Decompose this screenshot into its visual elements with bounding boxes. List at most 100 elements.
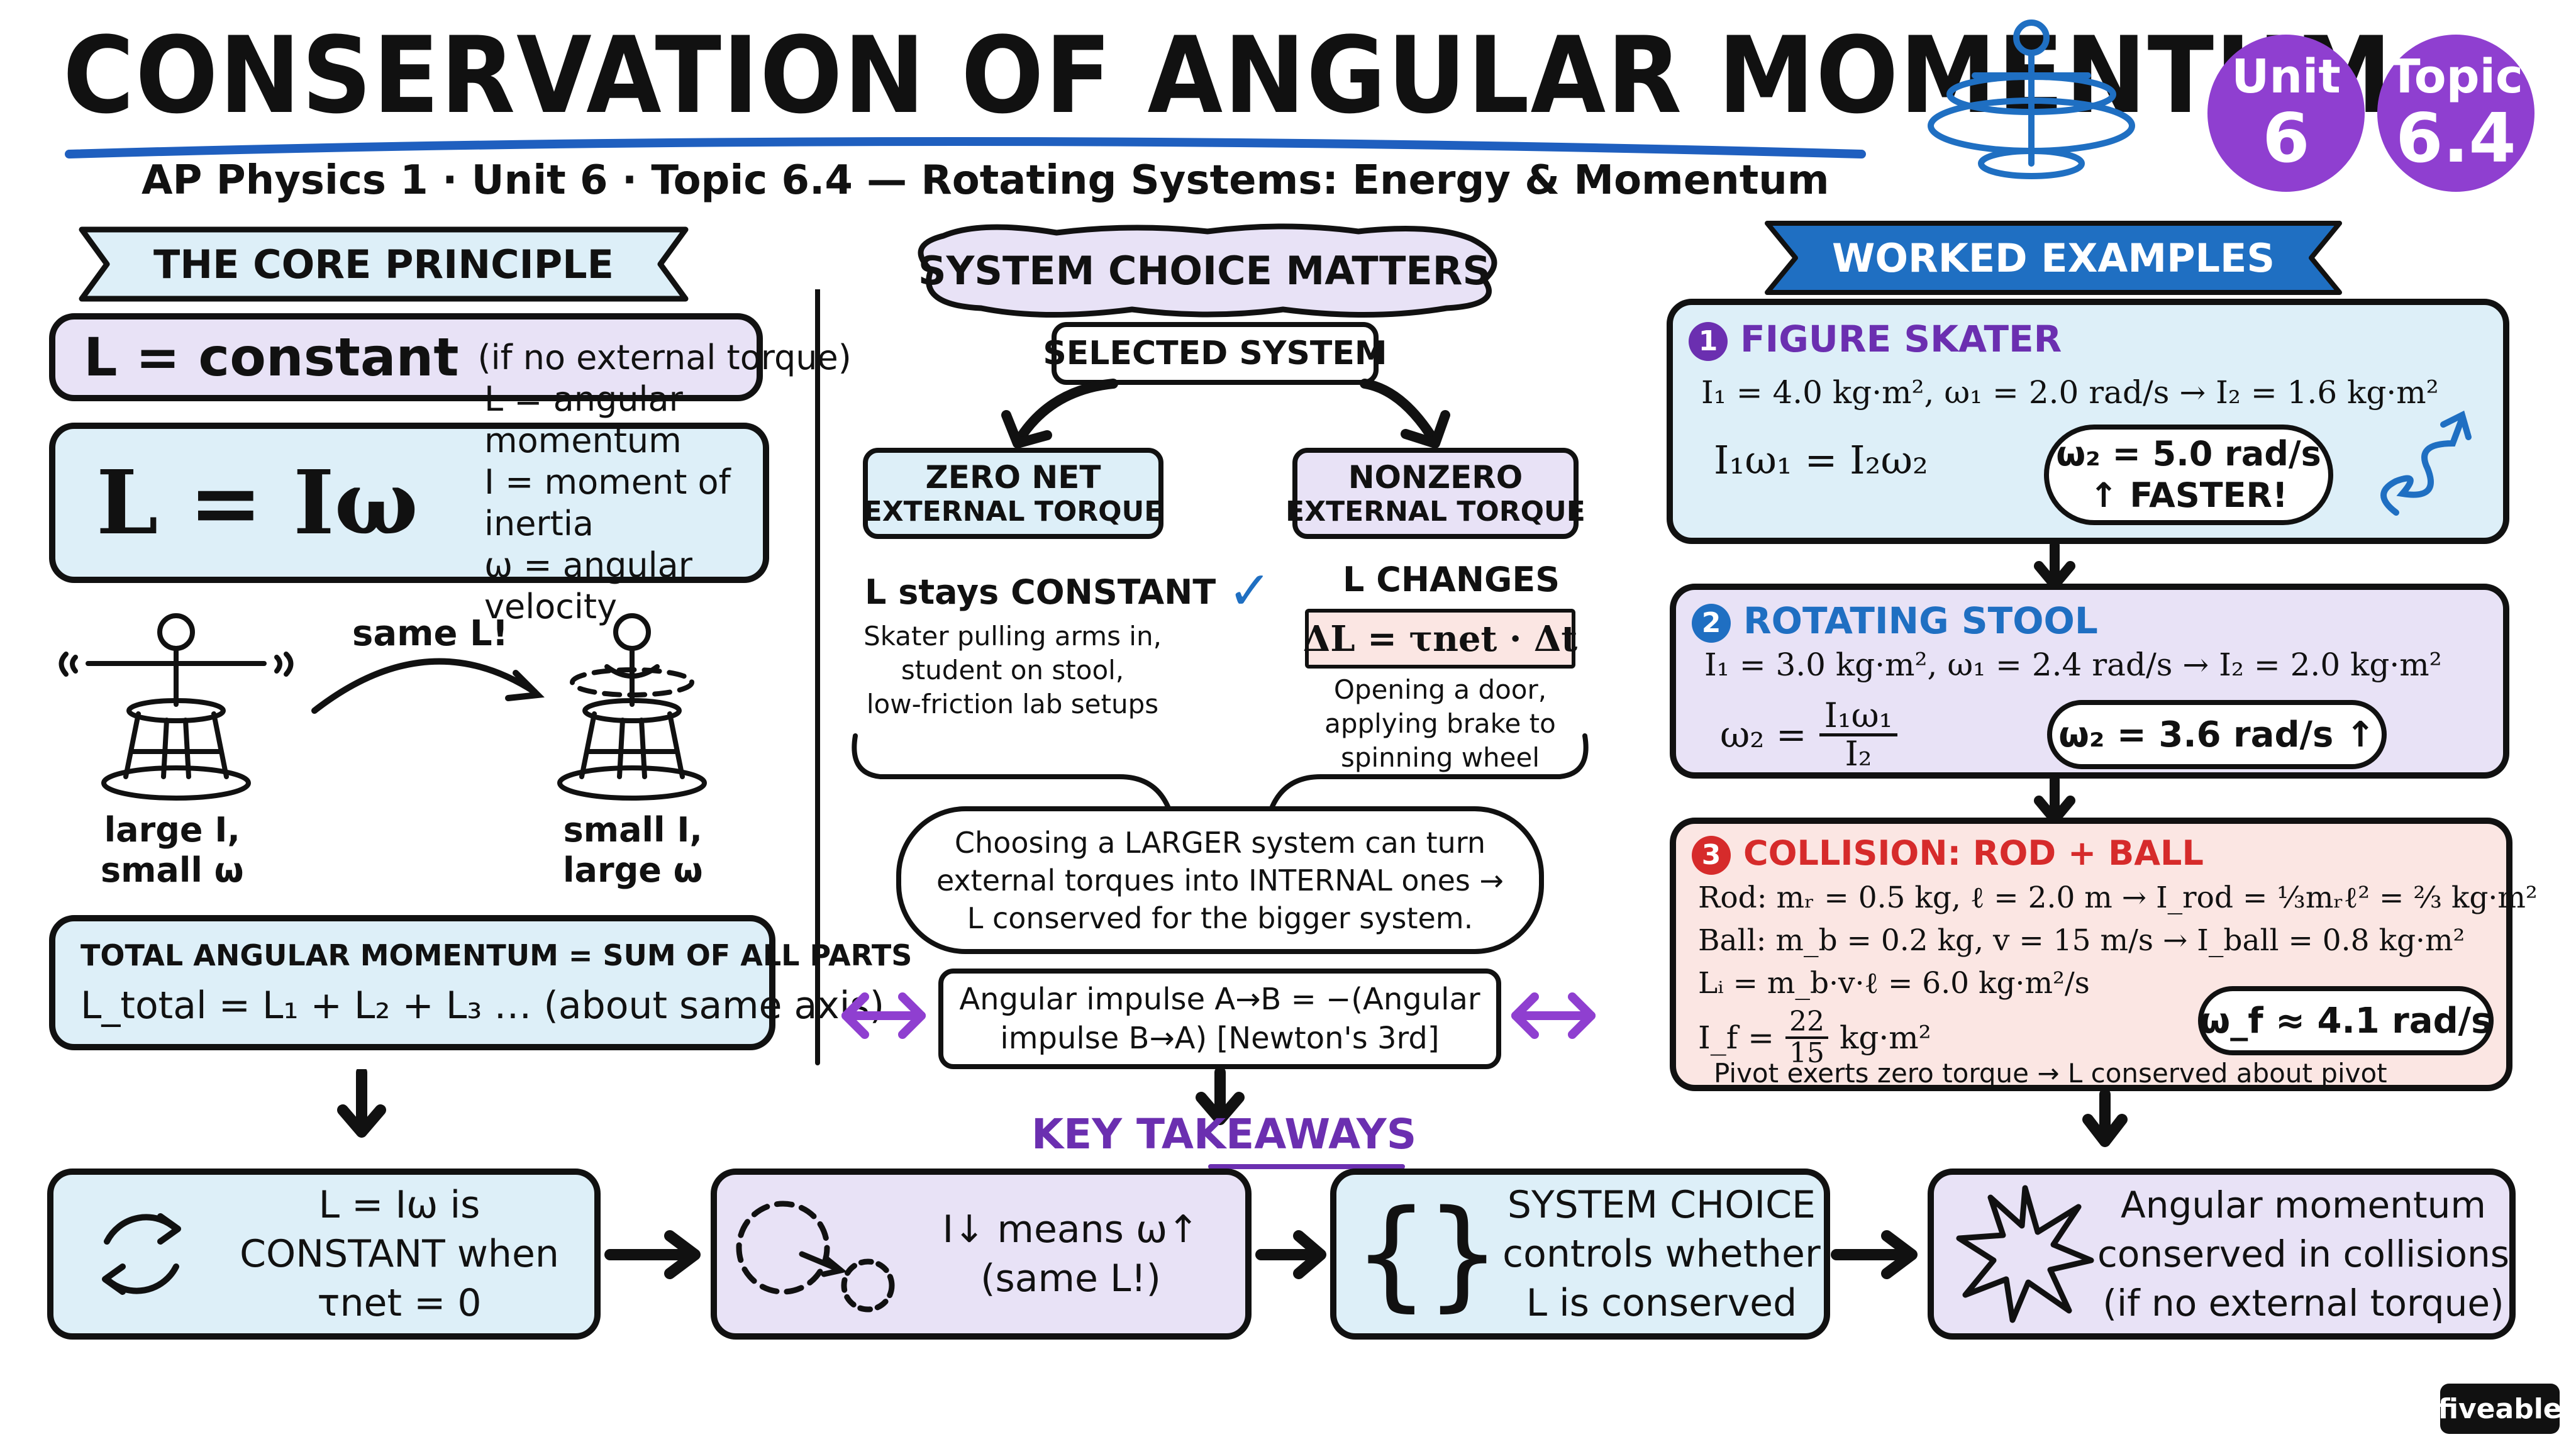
right-caption-line1: small I,: [563, 810, 702, 850]
stays-constant-text: L stays CONSTANT: [865, 572, 1216, 612]
takeaway-2: I↓ means ω↑ (same L!): [711, 1169, 1252, 1340]
takeaway-1-line3: τnet = 0: [317, 1281, 482, 1325]
down-arrow-ex3: [2082, 1091, 2128, 1147]
total-formula: L_total = L₁ + L₂ + L₃ … (about same axi…: [80, 983, 885, 1028]
def-omega: ω = angular velocity: [484, 545, 692, 626]
takeaway-4-line1: Angular momentum: [2121, 1184, 2486, 1226]
spinning-figure-icon: [1928, 19, 2135, 179]
nonzero-examples: Opening a door, applying brake to spinni…: [1292, 673, 1588, 775]
takeaway-4-text: Angular momentum conserved in collisions…: [2097, 1180, 2509, 1328]
nonzero-torque-box: NONZERO EXTERNAL TORQUE: [1285, 448, 1585, 539]
ex2-given: I₁ = 3.0 kg·m², ω₁ = 2.4 rad/s → I₂ = 2.…: [1704, 647, 2442, 683]
ex1-result-b: ↑ FASTER!: [2089, 475, 2288, 515]
topic-badge: Topic 6.4: [2377, 35, 2534, 192]
braces-icon: {}: [1355, 1184, 1499, 1323]
nonzero-torque-line1: NONZERO: [1348, 459, 1523, 496]
constant-note: (if no external torque): [477, 337, 852, 377]
takeaway-2-line1: I↓ means ω↑: [942, 1208, 1199, 1252]
constant-box: L = constant (if no external torque): [49, 313, 852, 401]
ex2-eq-numerator: I₁ω₁: [1819, 697, 1898, 736]
takeaway-3: {} SYSTEM CHOICE controls whether L is c…: [1330, 1169, 1830, 1340]
purple-double-arrow-right: [1511, 992, 1596, 1039]
ex3-if-lhs: I_f =: [1698, 1019, 1775, 1056]
larger-system-line2: external torques into INTERNAL ones →: [936, 863, 1504, 897]
takeaways-heading: KEY TAKEAWAYS: [1031, 1110, 1417, 1158]
ex3-title: COLLISION: ROD + BALL: [1743, 833, 2204, 873]
stays-constant-label: L stays CONSTANT ✓: [865, 560, 1272, 621]
cycle-arrows-icon: [102, 1213, 181, 1295]
ex3-final-inertia: I_f = 22 15 kg·m²: [1698, 1003, 1931, 1072]
fiveable-logo[interactable]: fiveable: [2438, 1384, 2562, 1434]
takeaway-4-line3: (if no external torque): [2102, 1282, 2504, 1324]
selected-system-label: SELECTED SYSTEM: [1043, 335, 1387, 372]
branch-arrows: [1001, 379, 1450, 448]
left-caption-line2: small ω: [101, 850, 244, 890]
ex3-rod: Rod: mᵣ = 0.5 kg, ℓ = 2.0 m → I_rod = ⅓m…: [1698, 880, 2538, 915]
takeaway-1-text: L = Iω is CONSTANT when τnet = 0: [204, 1180, 594, 1328]
zero-torque-line1: ZERO NET: [925, 459, 1101, 496]
speech-bubble-tail-lines: [852, 733, 1589, 814]
delta-l-formula: ΔL = τnet · Δt: [1302, 618, 1578, 660]
ex1-result-oval: ω₂ = 5.0 rad/s ↑ FASTER!: [2044, 425, 2333, 525]
impulse-line1: Angular impulse A→B = −(Angular: [959, 982, 1480, 1017]
zero-example-1: Skater pulling arms in,: [863, 621, 1162, 652]
ex3-if-fraction: 22 15: [1785, 1008, 1829, 1068]
constant-main: L = constant: [84, 326, 459, 388]
spin-spiral-icon: [2380, 410, 2472, 516]
right-caption-line2: large ω: [563, 850, 703, 890]
unit-badge: Unit 6: [2207, 35, 2365, 192]
takeaway-1: L = Iω is CONSTANT when τnet = 0: [47, 1169, 601, 1340]
examples-heading: WORKED EXAMPLES: [1831, 235, 2275, 281]
takeaway-3-line3: L is conserved: [1526, 1281, 1797, 1325]
nonzero-example-2: applying brake to: [1324, 708, 1556, 739]
zero-torque-box: ZERO NET EXTERNAL TORQUE: [863, 448, 1163, 539]
right-arrow-1: [604, 1230, 701, 1279]
examples-heading-banner: [1765, 221, 2342, 295]
ex1-given: I₁ = 4.0 kg·m², ω₁ = 2.0 rad/s → I₂ = 1.…: [1701, 374, 2439, 411]
l-equals-i-omega: L = Iω: [96, 451, 419, 555]
unit-badge-value: 6: [2262, 99, 2310, 178]
takeaway-3-text: SYSTEM CHOICE controls whether L is cons…: [1499, 1180, 1824, 1328]
right-caption: small I, large ω: [563, 810, 703, 891]
shrinking-circle-icon: [736, 1201, 895, 1313]
down-arrow-left: [337, 1069, 386, 1138]
collision-burst-icon: [1956, 1185, 2094, 1323]
topic-badge-value: 6.4: [2396, 99, 2516, 178]
column-divider: [815, 289, 820, 1065]
core-heading: THE CORE PRINCIPLE: [153, 241, 614, 287]
example-figure-skater: 1 FIGURE SKATER I₁ = 4.0 kg·m², ω₁ = 2.0 …: [1667, 299, 2509, 544]
same-l-label: same L!: [352, 613, 509, 654]
larger-system-line1: Choosing a LARGER system can turn: [954, 825, 1486, 860]
page-title: CONSERVATION OF ANGULAR MOMENTUM: [63, 14, 2393, 137]
takeaway-1-line2: CONSTANT when: [240, 1232, 559, 1276]
ex2-fraction: I₁ω₁ I₂: [1819, 697, 1898, 772]
larger-system-bubble: Choosing a LARGER system can turn extern…: [896, 806, 1544, 954]
def-i: I = moment of inertia: [484, 462, 731, 543]
total-momentum-box: TOTAL ANGULAR MOMENTUM = SUM OF ALL PART…: [49, 915, 912, 1050]
stick-figures-illustration: [58, 613, 707, 801]
title-underline: [65, 137, 1866, 158]
ex1-number: 1: [1689, 321, 1728, 361]
system-heading-cloud: [918, 223, 1497, 318]
ex1-result-a: ω₂ = 5.0 rad/s: [2056, 434, 2321, 474]
definition-list: L = angular momentum I = moment of inert…: [484, 379, 763, 628]
ex3-pivot-note: Pivot exerts zero torque → L conserved a…: [1714, 1058, 2387, 1089]
formula-box: L = Iω L = angular momentum I = moment o…: [49, 379, 769, 626]
ex3-initial-l: Lᵢ = m_b·v·ℓ = 6.0 kg·m²/s: [1698, 966, 2090, 1001]
zero-example-3: low-friction lab setups: [866, 689, 1159, 719]
zero-torque-line2: EXTERNAL TORQUE: [863, 496, 1163, 528]
takeaway-3-line2: controls whether: [1502, 1232, 1821, 1276]
ex1-title-row: 1 FIGURE SKATER: [1689, 318, 2062, 361]
unit-badge-label: Unit: [2231, 50, 2341, 104]
down-arrow-middle: [1196, 1069, 1245, 1125]
ex1-title: FIGURE SKATER: [1740, 318, 2062, 360]
left-caption: large I, small ω: [101, 810, 244, 891]
ex2-equation: ω₂ = I₁ω₁ I₂: [1720, 697, 1898, 772]
nonzero-example-1: Opening a door,: [1333, 674, 1547, 705]
ex3-if-numerator: 22: [1785, 1008, 1829, 1039]
takeaways-underline: [1208, 1164, 1405, 1169]
